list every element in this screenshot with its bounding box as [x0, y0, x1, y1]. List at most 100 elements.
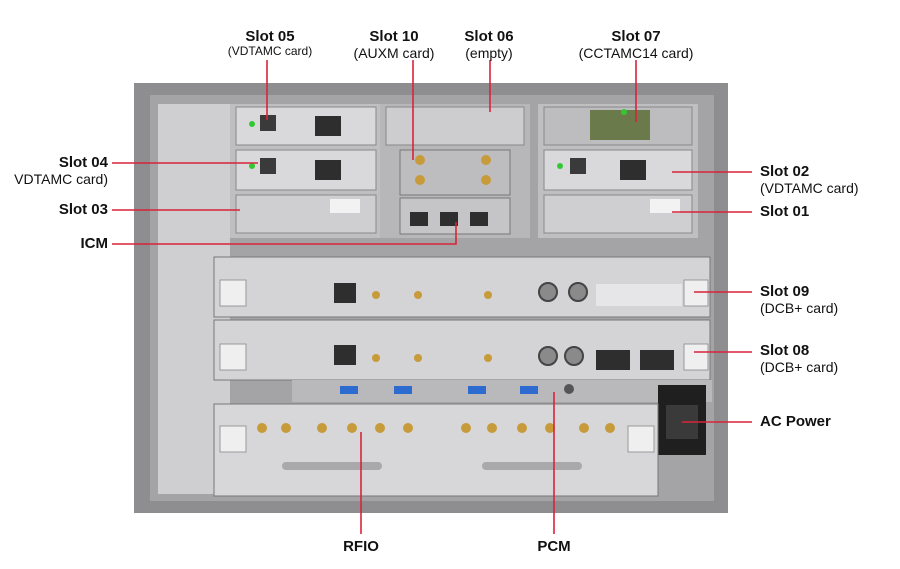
slot10-connector-1 [415, 155, 425, 165]
slot10-title: Slot 10 [369, 28, 419, 45]
callout-slot07: Slot 07 (CCTAMC14 card) [566, 28, 706, 61]
slot09-latch-left [219, 279, 247, 307]
slot03-handle [330, 199, 360, 213]
slot02-led [557, 163, 563, 169]
slot09-sma-2 [414, 291, 422, 299]
slot08-module [213, 319, 711, 381]
slot09-latch-right [683, 279, 709, 307]
slot08-sma-3 [484, 354, 492, 362]
slot09-sma-3 [484, 291, 492, 299]
rfio-conn-5 [375, 423, 385, 433]
slot08-title: Slot 08 [760, 342, 810, 359]
slot02-rj45 [620, 160, 646, 180]
pcm-power-button [564, 384, 574, 394]
slot05-led [249, 121, 255, 127]
callout-slot08: Slot 08 (DCB+ card) [760, 342, 838, 375]
callout-slot01: Slot 01 [760, 203, 809, 220]
slot09-subtitle: (DCB+ card) [760, 300, 839, 317]
rfio-conn-4 [347, 423, 357, 433]
rfio-conn-6 [403, 423, 413, 433]
callout-slot10: Slot 10 (AUXM card) [344, 28, 444, 61]
slot04-module [235, 149, 377, 191]
slot06-title: Slot 06 [464, 28, 514, 45]
rfio-conn-3 [317, 423, 327, 433]
slot06-module [385, 106, 525, 146]
leader-icm [112, 222, 457, 245]
slot08-subtitle: (DCB+ card) [760, 359, 839, 376]
rfio-conn-9 [517, 423, 527, 433]
leader-lines [112, 60, 752, 534]
slot06-subtitle: (empty) [465, 45, 513, 62]
rfio-conn-12 [605, 423, 615, 433]
icm-port-2 [440, 212, 458, 226]
callout-slot02: Slot 02 (VDTAMC card) [760, 163, 859, 196]
slot10-connector-4 [481, 175, 491, 185]
slot09-coax-1 [538, 282, 558, 302]
icm-port-1 [410, 212, 428, 226]
slot02-title: Slot 02 [760, 163, 810, 180]
slot07-board [590, 110, 650, 140]
callout-icm: ICM [0, 235, 109, 252]
rfio-module [213, 403, 659, 497]
icm-title: ICM [80, 235, 109, 252]
slot04-led [249, 163, 255, 169]
slot02-module [543, 149, 693, 191]
icm-port-3 [470, 212, 488, 226]
callout-slot05: Slot 05 (VDTAMC card) [222, 28, 318, 59]
slot08-rj45 [334, 345, 356, 365]
rfio-conn-1 [257, 423, 267, 433]
slot09-sma-1 [372, 291, 380, 299]
pcm-title: PCM [537, 538, 571, 555]
slot10-connector-2 [481, 155, 491, 165]
callout-slot09: Slot 09 (DCB+ card) [760, 283, 838, 316]
slot09-coax-2 [568, 282, 588, 302]
rfio-latch-right [627, 425, 655, 453]
rfio-conn-11 [579, 423, 589, 433]
slot08-qsfp-2 [640, 350, 674, 370]
slot05-title: Slot 05 [245, 28, 295, 45]
callout-slot03: Slot 03 [0, 201, 108, 218]
slot08-coax-2 [564, 346, 584, 366]
slot08-sma-2 [414, 354, 422, 362]
slot08-sma-1 [372, 354, 380, 362]
rfio-latch-left [219, 425, 247, 453]
slot07-title: Slot 07 [611, 28, 661, 45]
slot09-blank [596, 284, 682, 306]
slot10-module [399, 149, 511, 196]
acpower-title: AC Power [760, 413, 831, 430]
slot04-port [260, 158, 276, 174]
usb-port-2 [394, 386, 412, 394]
callout-acpower: AC Power [760, 413, 831, 430]
slot04-rj45 [315, 160, 341, 180]
slot09-title: Slot 09 [760, 283, 810, 300]
slot10-subtitle: (AUXM card) [353, 45, 435, 62]
slot07-led [621, 109, 627, 115]
slot09-rj45 [334, 283, 356, 303]
slot05-rj45 [315, 116, 341, 136]
slot04-title: Slot 04 [58, 154, 108, 171]
slot05-module [235, 106, 377, 146]
callout-rfio: RFIO [331, 538, 391, 555]
slot04-subtitle: VDTAMC card) [14, 171, 108, 188]
slot07-subtitle: (CCTAMC14 card) [578, 45, 694, 62]
slot08-latch-right [683, 343, 709, 371]
usb-port-3 [468, 386, 486, 394]
slot08-latch-left [219, 343, 247, 371]
slot02-port [570, 158, 586, 174]
slot08-coax-1 [538, 346, 558, 366]
rfio-conn-2 [281, 423, 291, 433]
slot02-subtitle: (VDTAMC card) [760, 180, 859, 197]
rfio-handle-2 [482, 462, 582, 470]
slot08-qsfp-1 [596, 350, 630, 370]
slot05-port [260, 115, 276, 131]
usb-port-4 [520, 386, 538, 394]
pcm-strip [292, 380, 712, 402]
rfio-conn-10 [545, 423, 555, 433]
rfio-handle-1 [282, 462, 382, 470]
usb-port-1 [340, 386, 358, 394]
slot01-handle [650, 199, 680, 213]
callout-slot06: Slot 06 (empty) [448, 28, 530, 61]
slot05-subtitle: (VDTAMC card) [227, 44, 313, 59]
rfio-conn-8 [487, 423, 497, 433]
